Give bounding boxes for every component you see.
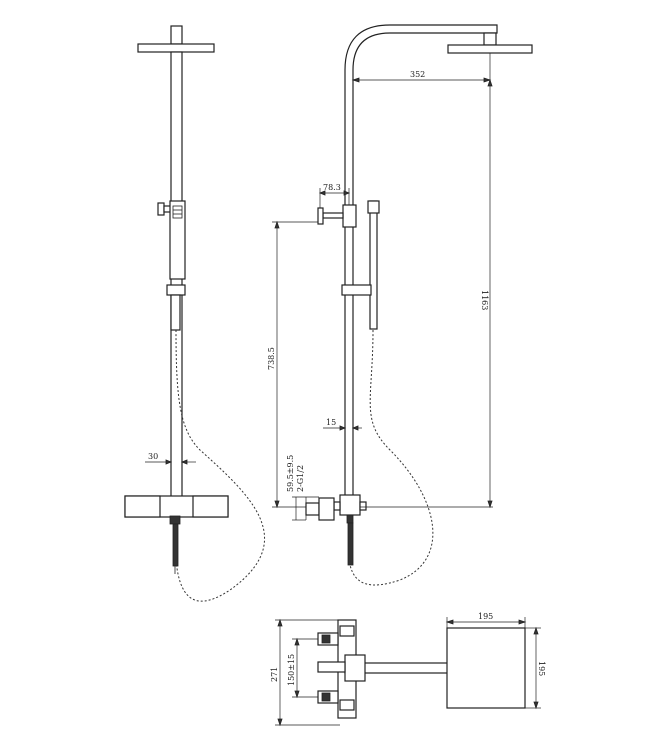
dim-label-1163: 1163 <box>480 290 489 310</box>
front-view: 30 <box>124 25 265 602</box>
dim-head-width: 195 <box>445 612 527 628</box>
front-mixer-body <box>124 495 229 525</box>
side-slide-bracket <box>341 284 372 296</box>
dim-front-tube: 30 <box>145 452 196 465</box>
dim-label-195-width: 195 <box>478 612 493 621</box>
front-lower-hose <box>172 523 179 574</box>
dim-arm-reach: 352 <box>351 53 492 507</box>
dim-label-150: 150±15 <box>287 654 296 686</box>
front-shower-head <box>137 25 215 53</box>
dim-total-height: 1163 <box>360 78 493 509</box>
dim-label-738-5: 738.5 <box>267 347 276 370</box>
front-hand-shower <box>157 200 186 280</box>
dim-label-78-3: 78.3 <box>323 183 341 192</box>
side-hose <box>349 329 434 586</box>
side-shower-arm <box>344 24 498 499</box>
dim-body-height: 271 <box>270 618 340 727</box>
dim-label-352: 352 <box>410 70 425 79</box>
front-slide-bracket <box>166 284 186 331</box>
front-hose <box>175 329 265 602</box>
side-lower-hose <box>347 522 354 566</box>
dim-label-g1-2: 2-G1/2 <box>296 465 305 492</box>
dim-centers: 150±15 <box>287 637 318 699</box>
dim-label-271: 271 <box>270 667 279 682</box>
dim-valve-offset: 78.3 <box>318 183 351 208</box>
dim-head-depth: 195 <box>525 626 546 710</box>
dim-tube-dia: 15 <box>323 418 362 431</box>
side-mixer-body <box>305 494 367 524</box>
dim-label-30: 30 <box>148 452 158 461</box>
side-diverter-valve <box>317 204 357 228</box>
side-shower-head <box>447 32 533 54</box>
dim-inlet-thread: 2-G1/2 <box>296 465 307 520</box>
top-view: 195 195 271 150±15 <box>270 612 546 727</box>
dim-label-195-depth: 195 <box>537 661 546 676</box>
dim-inlet-spacing: 59.5±9.5 <box>286 455 319 521</box>
dim-label-59-5: 59.5±9.5 <box>286 455 295 492</box>
dim-slide-height: 738.5 <box>267 220 318 509</box>
top-shower-head <box>446 627 526 709</box>
side-view: 352 1163 78.3 738.5 <box>267 24 533 586</box>
side-hand-shower <box>367 200 380 330</box>
dim-label-15: 15 <box>326 418 336 427</box>
